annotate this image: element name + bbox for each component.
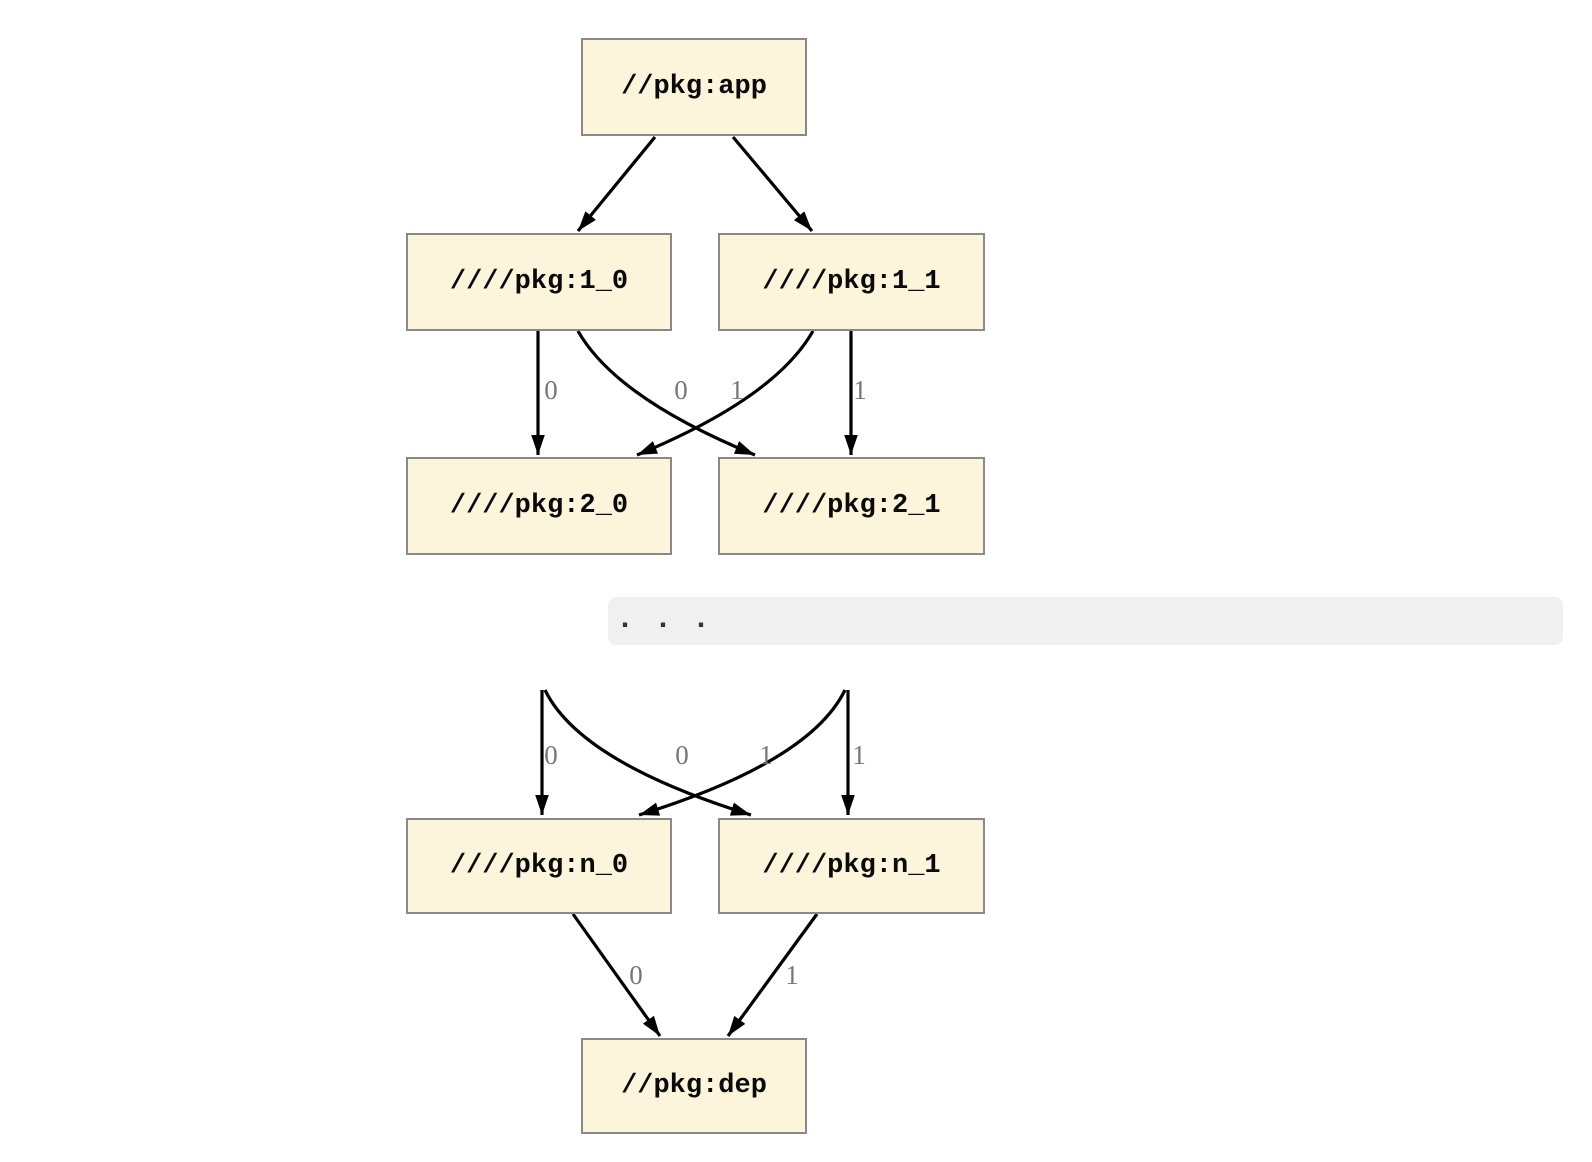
- node-pkg-1_0: ////pkg:1_0: [406, 233, 672, 331]
- edge-label-1_1-2_1: 1: [853, 375, 867, 405]
- node-pkg-n_1-label: ////pkg:n_1: [762, 851, 941, 881]
- edge-1_1-to-2_0: [636, 330, 815, 457]
- node-pkg-1_0-label: ////pkg:1_0: [449, 267, 629, 297]
- edge-n_1-to-dep: [726, 913, 819, 1037]
- edge-ellipsis-to-n_1-cross: [543, 689, 752, 817]
- node-pkg-n_0-label: ////pkg:n_0: [449, 851, 629, 881]
- edge-ellipsis-to-n_0-cross: [638, 689, 847, 817]
- edge-label-n_0-dep: 0: [629, 960, 643, 990]
- ellipsis-band: . . .: [608, 597, 1563, 645]
- node-pkg-n_1: ////pkg:n_1: [718, 818, 985, 914]
- edge-1_0-to-2_1: [576, 330, 756, 457]
- edge-label-ellipsis-n_1-straight: 1: [852, 740, 866, 770]
- edge-label-ellipsis-n_1-cross: 1: [759, 740, 773, 770]
- edge-label-1_0-2_1: 1: [730, 375, 744, 405]
- edge-label-n_1-dep: 1: [785, 960, 799, 990]
- edge-label-1_0-2_0: 0: [544, 375, 558, 405]
- edge-label-ellipsis-n_0-cross: 0: [675, 740, 689, 770]
- node-pkg-dep-label: //pkg:dep: [621, 1071, 767, 1101]
- node-pkg-1_1: ////pkg:1_1: [718, 233, 985, 331]
- edge-label-ellipsis-n_0-straight: 0: [544, 740, 558, 770]
- edge-app-to-1_0: [576, 135, 657, 233]
- node-pkg-app: //pkg:app: [581, 38, 807, 136]
- edge-app-to-1_1: [731, 135, 814, 233]
- node-pkg-n_0: ////pkg:n_0: [406, 818, 672, 914]
- node-pkg-2_1-label: ////pkg:2_1: [762, 491, 941, 521]
- edge-label-1_1-2_0: 0: [674, 375, 688, 405]
- node-pkg-app-label: //pkg:app: [621, 72, 767, 102]
- edge-n_0-to-dep: [571, 913, 662, 1037]
- ellipsis-text: . . .: [616, 603, 712, 637]
- node-pkg-2_0: ////pkg:2_0: [406, 457, 672, 555]
- node-pkg-2_0-label: ////pkg:2_0: [449, 491, 629, 521]
- node-pkg-2_1: ////pkg:2_1: [718, 457, 985, 555]
- node-pkg-dep: //pkg:dep: [581, 1038, 807, 1134]
- node-pkg-1_1-label: ////pkg:1_1: [762, 267, 941, 297]
